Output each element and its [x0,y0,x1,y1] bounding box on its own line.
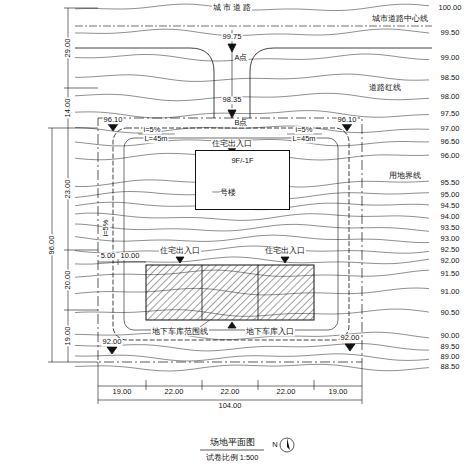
plan-label: 100.00 [438,4,463,12]
plan-label: 住宅出入口 [264,247,306,255]
plan-label: 98.50 [440,74,461,82]
plan-label: 89.50 [440,343,461,351]
plan-label: 98.00 [440,93,461,101]
plan-label: B点 [233,119,248,127]
plan-label: 99.00 [440,54,461,62]
dimension-lines [48,8,362,404]
plan-label: 96.00 [440,152,461,160]
plan-label: 104.00 [218,402,243,410]
plan-label: 用地界线 [388,172,422,180]
plan-label: 94.00 [440,213,461,221]
plan-label: 92.00 [340,334,361,342]
plan-label: 90.00 [440,332,461,340]
plan-label: 92.00 [102,338,123,346]
plan-label: 住宅出入口 [211,140,253,148]
plan-label: 19.00 [328,388,349,396]
plan-label: 94.50 [440,202,461,210]
plan-label: 试卷比例 1:500 [205,454,260,462]
plan-label: 91.50 [440,270,461,278]
plan-label: 城市道路中心线 [371,15,429,23]
plan-label: i=5% [143,126,162,134]
plan-label: 23.00 [64,179,72,200]
building-label: 9F/-1F [231,156,253,165]
plan-label: 97.50 [440,110,461,118]
contour-line [75,111,429,118]
plan-label: 地下车库入口 [245,328,295,336]
contour-line [75,224,429,231]
plan-label: 93.00 [440,235,461,243]
plan-label: 19.00 [64,326,72,347]
roads [75,26,432,362]
north-arrow [280,438,294,452]
plan-label: 29.00 [64,38,72,59]
plan-label: 22.00 [220,388,241,396]
plan-label: L=45m [143,135,168,143]
contour-line [75,213,429,220]
plan-label: 地下车库范围线 [151,328,209,336]
plan-label: 96.10 [337,116,358,124]
plan-label: 道路红线 [368,84,402,92]
contour-line [75,93,429,101]
plan-label: 88.50 [440,363,461,371]
contour-line [75,74,429,81]
plan-label: 22.00 [164,388,185,396]
building-label: 一号楼 [212,188,236,198]
plan-label: 5.00 [100,252,117,260]
building-outline: 9F/-1F 一号楼 [195,150,290,210]
plan-label: 95.50 [440,179,461,187]
contour-line [75,29,429,36]
plan-label: L=45m [291,135,316,143]
plan-label: 95.00 [440,191,461,199]
plan-label: 98.35 [222,96,243,104]
plan-label: 住宅出入口 [159,247,201,255]
plan-label: 19.00 [112,388,133,396]
contour-line [75,344,429,351]
plan-label: 14.00 [64,98,72,119]
plan-label: 96.00 [48,235,56,256]
plan-label: 城 市 道 路 [212,4,252,12]
plan-label: 91.00 [440,288,461,296]
plan-label: 99.50 [440,29,461,37]
plan-label: 20.00 [64,270,72,291]
contour-line [75,354,429,361]
plan-label: N [271,441,278,449]
plan-label: 10.00 [120,252,141,260]
plan-label: 99.75 [222,33,243,41]
garage-outline [146,265,314,320]
plan-label: i=5% [295,126,314,134]
plan-label: 89.00 [440,353,461,361]
contour-line [75,126,429,133]
plan-label: 93.50 [440,224,461,232]
plan-label: 97.00 [440,125,461,133]
drawing-caption: 场地平面图 [208,436,257,449]
plan-label: 22.00 [276,388,297,396]
plan-label: A点 [233,54,248,62]
plan-label: 96.50 [440,138,461,146]
contour-line [75,364,429,371]
contour-line [75,235,429,243]
plan-label: 96.10 [103,116,124,124]
plan-label: 92.50 [440,246,461,254]
plan-label: i=5% [102,219,110,238]
plan-label: 90.50 [440,309,461,317]
plan-label: 92.00 [440,257,461,265]
